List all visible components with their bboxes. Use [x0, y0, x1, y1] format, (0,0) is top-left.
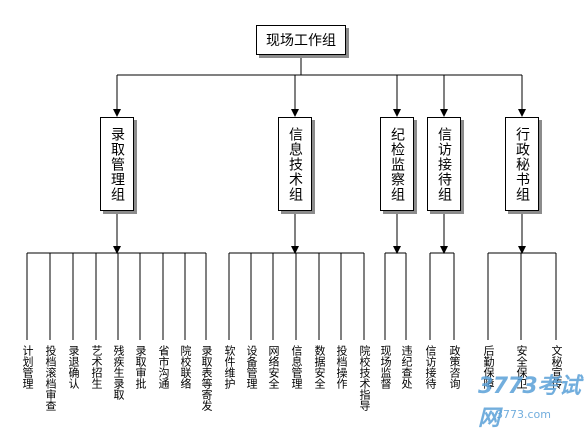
- leaf-item: 艺术招生: [90, 345, 103, 389]
- group-box-petition: 信访接待组: [427, 117, 461, 211]
- leaf-item: 安全保卫: [515, 345, 528, 389]
- watermark-url: 3773.com: [496, 408, 551, 421]
- group-box-discipline: 纪检监察组: [380, 117, 414, 211]
- group-label-petition: 信访接待组: [436, 126, 452, 202]
- group-label-secretariat: 行政秘书组: [514, 126, 530, 202]
- leaf-item: 录取审批: [134, 345, 147, 389]
- leaf-item: 院校联络: [179, 345, 192, 389]
- group-box-it: 信息技术组: [278, 117, 312, 211]
- leaf-item: 录退确认: [67, 345, 80, 389]
- leaf-item: 数据安全: [313, 345, 326, 389]
- group-label-it: 信息技术组: [287, 126, 303, 202]
- leaf-item: 省市沟通: [157, 345, 170, 389]
- leaf-item: 违纪查处: [400, 345, 413, 389]
- root-label: 现场工作组: [266, 33, 336, 49]
- root-box: 现场工作组: [256, 25, 346, 55]
- leaf-item: 院校技术指导: [358, 345, 371, 411]
- leaf-item: 现场监督: [379, 345, 392, 389]
- leaf-item: 残疾生录取: [112, 345, 125, 400]
- leaf-item: 政策咨询: [448, 345, 461, 389]
- leaf-item: 信访接待: [424, 345, 437, 389]
- leaf-item: 设备管理: [245, 345, 258, 389]
- group-label-discipline: 纪检监察组: [389, 126, 405, 202]
- leaf-item: 文秘宣传: [550, 345, 563, 389]
- group-box-admission: 录取管理组: [100, 117, 134, 211]
- leaf-item: 投档操作: [335, 345, 348, 389]
- leaf-item: 软件维护: [223, 345, 236, 389]
- leaf-item: 网络安全: [267, 345, 280, 389]
- leaf-item: 信息管理: [290, 345, 303, 389]
- watermark-logo: 3773考试网: [478, 374, 581, 431]
- leaf-item: 后勤保障: [482, 345, 495, 389]
- leaf-item: 投档滚档审查: [44, 345, 57, 411]
- group-label-admission: 录取管理组: [109, 126, 125, 202]
- leaf-item: 录取表等寄发: [200, 345, 213, 411]
- leaf-item: 计划管理: [21, 345, 34, 389]
- group-box-secretariat: 行政秘书组: [505, 117, 539, 211]
